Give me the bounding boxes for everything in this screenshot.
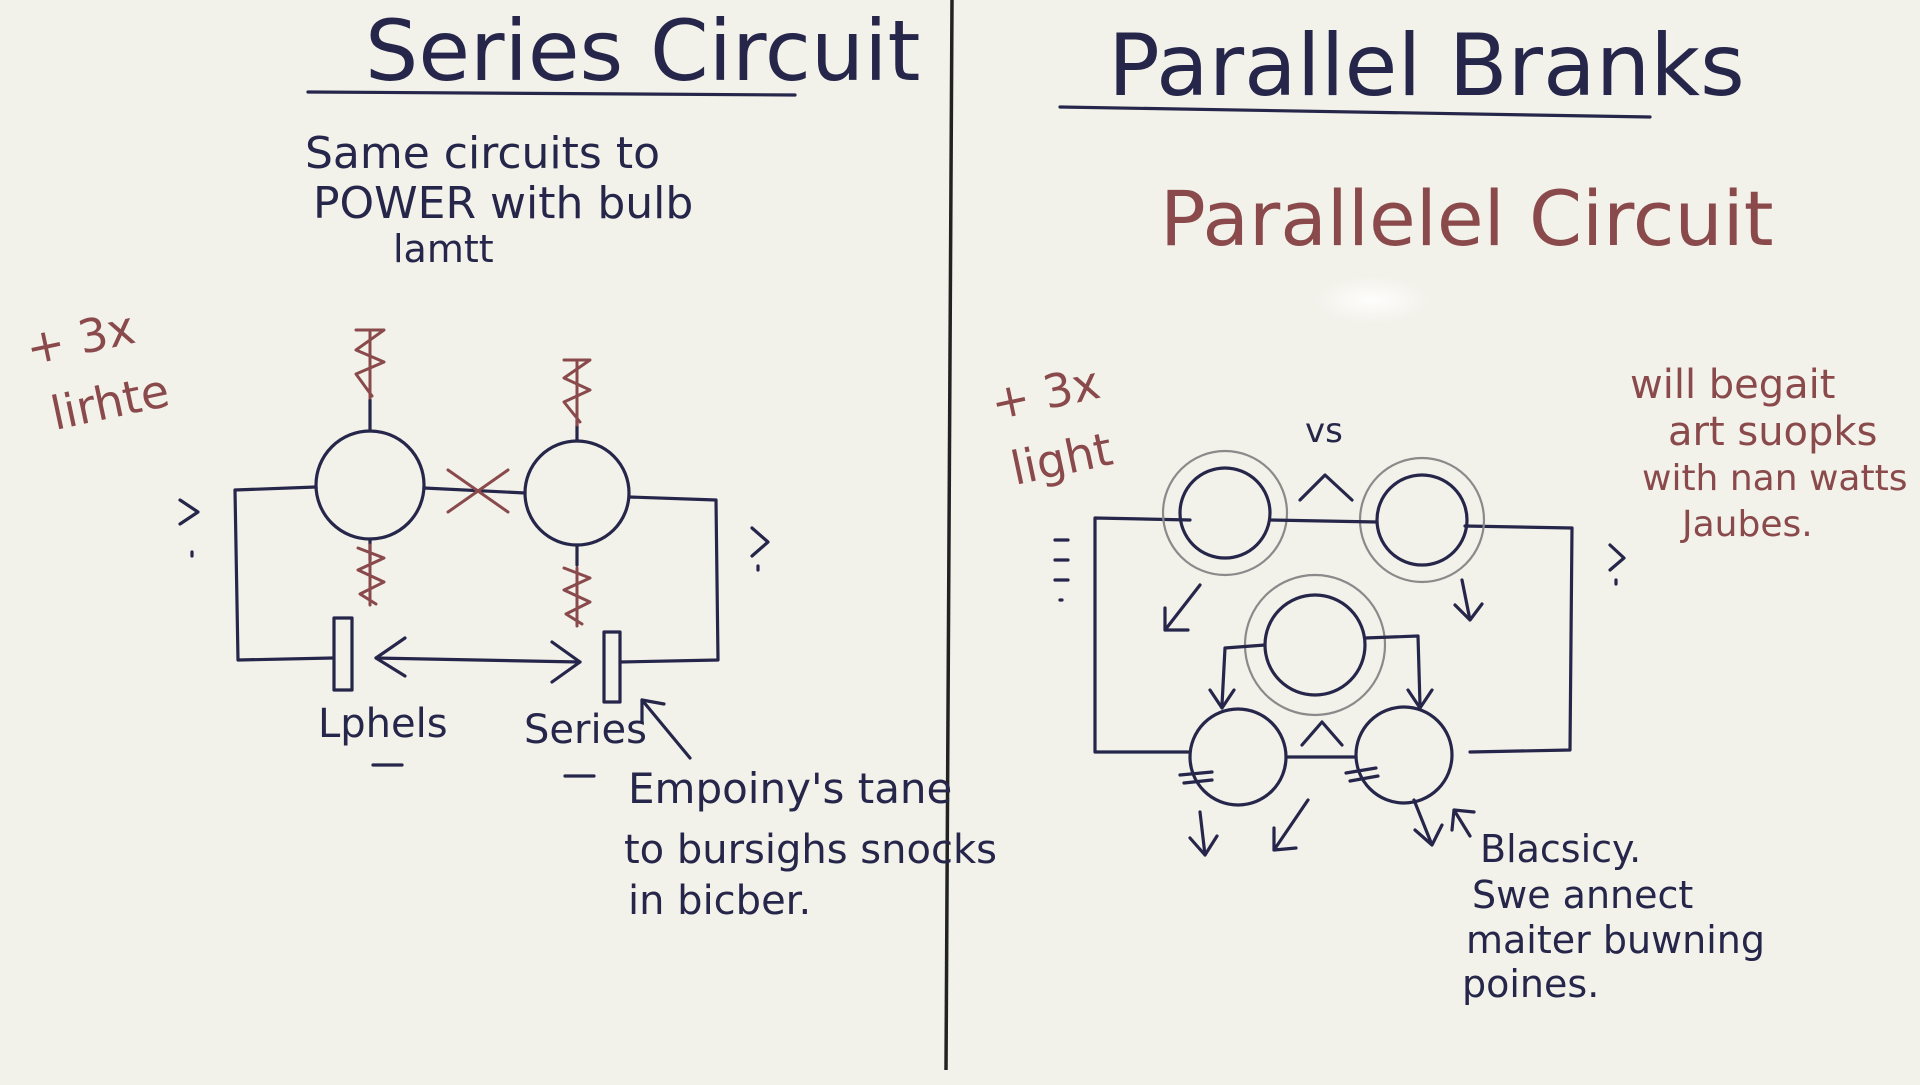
right-note-line-4: Jaubes. xyxy=(1680,504,1813,545)
left-bottom-note-line-1: Empoiny's tane xyxy=(628,764,952,813)
label-lphels: Lphels xyxy=(318,701,448,747)
arrow-down-bottom-3 xyxy=(1412,798,1444,847)
parallel-circuit-diagram xyxy=(1053,449,1626,857)
double-arrow-left-head xyxy=(374,636,407,678)
left-note-line-2: POWER with bulb xyxy=(313,178,693,229)
pointer-arrow-shaft xyxy=(640,698,692,760)
series-right-wire xyxy=(618,495,720,664)
bottom-right-contact xyxy=(1344,766,1380,783)
middle-right-arrowhead xyxy=(1406,688,1434,710)
battery-left xyxy=(332,616,354,692)
resistor-bottom-right xyxy=(562,566,592,628)
right-title-underline xyxy=(1058,105,1652,119)
battery-right xyxy=(602,630,622,704)
right-title: Parallel Branks xyxy=(1108,16,1745,116)
middle-left-arrowhead xyxy=(1208,688,1236,710)
right-panel: Parallel Branks Parallelel Circuit + 3x … xyxy=(986,16,1907,1006)
double-arrow-right-head xyxy=(550,640,582,684)
right-bottom-note-line-3: maiter buwning xyxy=(1466,918,1765,962)
vs-label: vs xyxy=(1305,411,1343,451)
parallel-right-side-mark xyxy=(1608,543,1626,586)
right-note-line-3: with nan watts xyxy=(1642,458,1907,499)
series-circuit-diagram xyxy=(178,328,770,778)
right-note-line-2: art suopks xyxy=(1668,409,1877,455)
bottom-left-contact xyxy=(1178,770,1214,785)
arrow-down-left-top xyxy=(1163,583,1202,632)
pointer-up-arrow xyxy=(1450,808,1476,838)
middle-left-branch xyxy=(1220,643,1267,707)
bottom-caret xyxy=(1300,720,1344,747)
left-note-line-3: lamtt xyxy=(393,227,494,271)
resistor-top-left xyxy=(354,328,386,400)
panel-divider xyxy=(944,0,954,1071)
bulb-connecting-wire xyxy=(422,486,527,495)
arrow-down-bottom-1 xyxy=(1188,810,1219,857)
right-subtitle: Parallelel Circuit xyxy=(1160,174,1774,263)
pointer-arrow-head xyxy=(640,698,666,724)
light-glare xyxy=(1312,276,1432,324)
left-title-underline xyxy=(306,90,797,97)
right-bottom-note-line-1: Blacsicy. xyxy=(1480,827,1641,871)
wire-cross-mark xyxy=(446,468,510,514)
top-pair-wire xyxy=(1268,518,1379,524)
parallel-left-side-mark xyxy=(1053,538,1070,602)
left-side-mark xyxy=(178,498,200,558)
top-caret xyxy=(1298,473,1354,502)
left-note-line-1: Same circuits to xyxy=(305,128,660,179)
bulb-top-right-halo xyxy=(1358,456,1486,584)
arrow-down-right-top xyxy=(1453,578,1484,622)
middle-right-branch xyxy=(1363,634,1422,707)
bulb-top-left xyxy=(1178,466,1272,560)
bulb-top-right xyxy=(1375,473,1469,567)
double-arrow-shaft xyxy=(374,656,582,664)
resistor-top-right xyxy=(562,358,592,427)
label-series: Series xyxy=(524,707,647,753)
parallel-right-wire xyxy=(1463,524,1574,754)
right-side-mark xyxy=(750,526,770,572)
right-bottom-note-line-2: Swe annect xyxy=(1472,873,1693,917)
series-left-wire xyxy=(233,485,335,662)
bulb-bottom-right xyxy=(1354,705,1454,805)
left-bottom-note-line-2: to bursighs snocks xyxy=(624,827,997,873)
bulb-top-left-halo xyxy=(1161,449,1289,577)
left-bottom-note-line-3: in bicber. xyxy=(628,878,811,924)
left-title: Series Circuit xyxy=(365,2,920,100)
arrow-down-bottom-2 xyxy=(1272,798,1310,852)
parallel-left-wire xyxy=(1093,516,1192,754)
right-note-line-1: will begait xyxy=(1630,362,1835,408)
right-bottom-note-line-4: poines. xyxy=(1462,962,1599,1006)
resistor-bottom-left xyxy=(356,543,386,607)
